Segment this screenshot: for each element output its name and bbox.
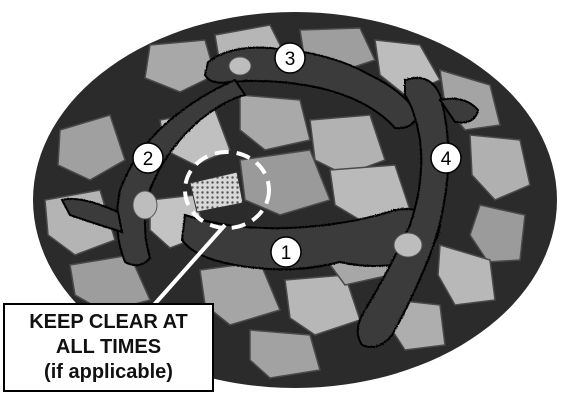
keep-clear-callout: KEEP CLEAR AT ALL TIMES (if applicable) [3,303,214,392]
label-4-text: 4 [441,149,452,170]
callout-line-3: (if applicable) [44,360,173,385]
label-3-text: 3 [285,49,296,70]
callout-line-1: KEEP CLEAR AT [29,310,188,335]
label-1-text: 1 [281,243,292,264]
callout-line-2: ALL TIMES [56,335,161,360]
label-2-text: 2 [143,149,154,170]
